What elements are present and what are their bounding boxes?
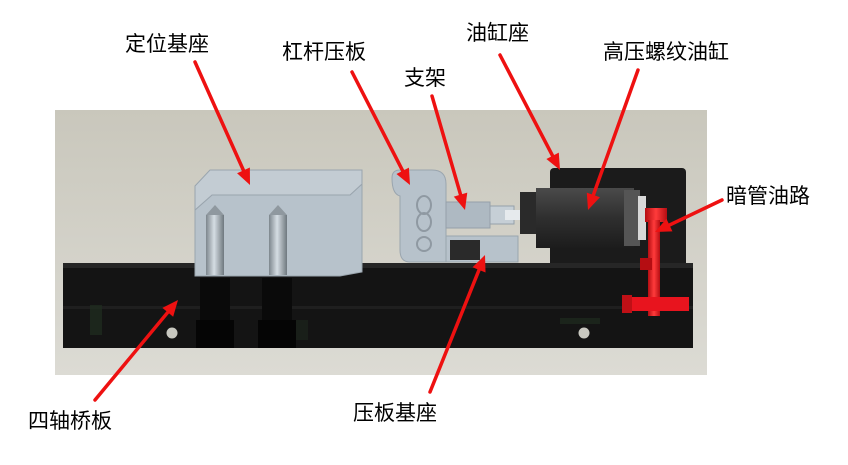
label-cylinder-seat: 油缸座 [466,21,529,45]
arrow-high-pressure-cylinder [586,68,640,210]
four-axis-bridge-plate [63,263,693,348]
arrow-cylinder-seat [498,53,560,170]
label-lever-clamp-plate: 杠杆压板 [282,40,366,64]
lever-clamp-plate [391,169,447,263]
label-concealed-oil-line: 暗管油路 [726,184,810,208]
arrow-bracket [430,94,468,210]
locating-base [194,169,363,277]
arrow-concealed-oil-line [655,198,724,232]
arrow-locating-base [193,60,250,185]
locating-pin-left [206,215,224,275]
label-bracket: 支架 [404,66,446,90]
arrow-clamp-plate-base [428,255,486,394]
bracket [445,201,525,229]
label-four-axis-bridge-plate: 四轴桥板 [28,409,112,433]
label-high-pressure-threaded-cylinder: 高压螺纹油缸 [603,40,729,64]
arrow-lever-clamp-plate [350,70,410,185]
concealed-oil-line [622,208,689,316]
arrow-four-axis-bridge-plate [93,300,178,402]
high-pressure-threaded-cylinder [520,188,646,248]
callout-arrows [93,53,724,402]
bridge-hole-left [166,327,178,339]
label-clamp-plate-base: 压板基座 [353,401,437,425]
locating-pin-right [269,215,287,275]
bridge-hole-right [578,327,590,339]
label-locating-base: 定位基座 [125,32,209,56]
